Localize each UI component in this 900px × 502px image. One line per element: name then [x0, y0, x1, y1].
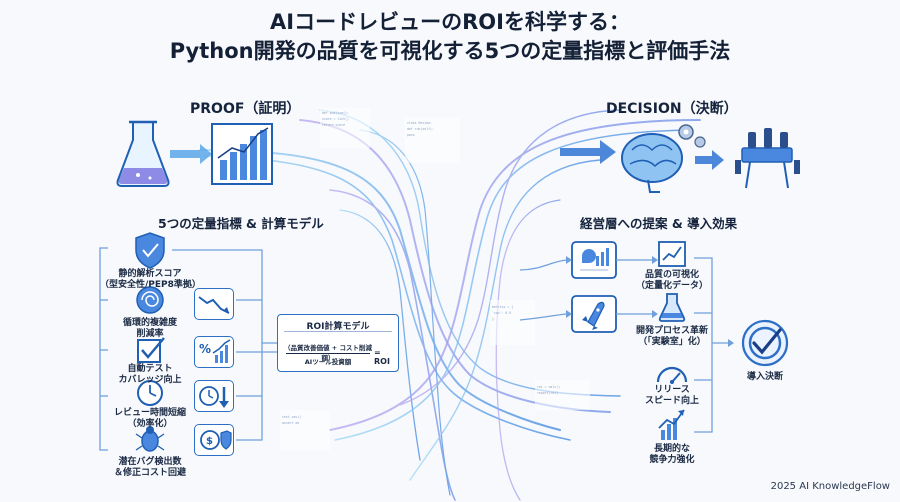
svg-text:score = lint(): score = lint() — [322, 117, 349, 121]
percent-chart-box: % — [194, 336, 234, 368]
money-shield-box: $ — [194, 424, 234, 456]
dashboard-icon — [571, 241, 617, 279]
shield-check-icon — [135, 232, 165, 269]
time-down-box — [194, 380, 234, 412]
title-line-1: AIコードレビューのROIを科学する： — [270, 10, 630, 34]
svg-text:pass: pass — [407, 133, 415, 137]
proof-arrow — [170, 144, 212, 164]
decision-heading: DECISION（決断） — [606, 101, 738, 117]
check-circle-icon — [741, 319, 789, 367]
rocket-icon — [571, 295, 617, 333]
bug-icon — [135, 426, 165, 452]
code-snippets: def analyze(): score = lint() return sco… — [280, 108, 590, 450]
metrics-heading: 5つの定量指標 & 計算モデル — [158, 216, 324, 231]
meeting-table-icon — [735, 128, 800, 189]
effect-label-4: 長期的な 競争力強化 — [649, 444, 695, 465]
roi-model-title: ROI計算モデル — [306, 322, 370, 332]
svg-text:}: } — [492, 317, 494, 321]
svg-text:return score: return score — [322, 123, 345, 127]
trend-down-box — [194, 288, 234, 320]
svg-text:%: % — [199, 342, 211, 356]
svg-text:assert ok: assert ok — [282, 421, 299, 425]
arrow-proof-1 — [170, 144, 212, 164]
money-shield-icon: $ — [200, 430, 232, 450]
effect-label-2: 開発プロセス革新 （「実験室」化） — [635, 326, 708, 347]
metrics-connectors — [99, 247, 277, 451]
svg-text:test_cov(): test_cov() — [282, 415, 301, 419]
metric-label-1: 静的解析スコア （型安全性/PEP8準拠） — [100, 269, 201, 290]
decision-result-label: 導入決断 — [746, 372, 783, 382]
svg-text:metrics = {: metrics = { — [492, 305, 513, 309]
down-arrow-clock-icon — [199, 386, 229, 408]
decision-arrow — [560, 140, 724, 170]
proof-heading: PROOF（証明） — [190, 101, 301, 117]
metric-label-2: 循環的複雑度 削減率 — [122, 318, 177, 339]
roi-numerator: （品質改善価値 + コスト削減額） — [284, 344, 372, 362]
effect-label-3: リリース スピード向上 — [644, 385, 699, 406]
roi-model-box: ROI計算モデル （品質改善価値 + コスト削減額） AIツール投資額 = RO… — [277, 314, 399, 372]
gauge-icon — [656, 366, 688, 384]
clock-icon — [137, 380, 163, 406]
arrow-decision-1 — [560, 140, 616, 164]
checkbox-icon — [137, 337, 165, 363]
effects-arrowheads — [566, 256, 734, 347]
svg-text:def run(self):: def run(self): — [407, 127, 434, 131]
svg-text:roi = calc(): roi = calc() — [537, 385, 560, 389]
metric-label-4: レビュー時間短縮 （効率化） — [113, 408, 186, 429]
spiral-icon — [136, 286, 164, 314]
page-title: AIコードレビューのROIを科学する： Python開発の品質を可視化する5つの… — [0, 8, 900, 66]
percent-chart-icon: % — [199, 339, 231, 363]
svg-text:class Review:: class Review: — [407, 121, 432, 125]
metric-label-5: 潜在バグ検出数 ＆修正コスト回避 — [113, 457, 186, 478]
svg-text:report(roi): report(roi) — [537, 391, 558, 395]
beaker-icon — [116, 120, 170, 187]
trend-down-icon — [198, 296, 230, 314]
effects-connectors — [519, 257, 730, 433]
flask-icon — [658, 293, 686, 322]
roi-denominator: AIツール投資額 — [304, 358, 352, 366]
roi-result: = ROI — [374, 348, 390, 366]
gear-icon — [678, 124, 706, 148]
metric-label-3: 自動テスト カバレッジ向上 — [118, 364, 182, 385]
line-chart-icon — [658, 241, 686, 267]
roi-fraction-line — [286, 353, 370, 354]
growth-chart-icon — [658, 409, 685, 440]
arrow-decision-2 — [695, 150, 724, 170]
svg-text:def analyze():: def analyze(): — [322, 111, 349, 115]
bar-chart-icon — [211, 123, 273, 185]
effect-label-1: 品質の可視化 （定量化データ） — [635, 270, 708, 291]
effects-heading: 経営層への提案 & 導入効果 — [580, 216, 738, 231]
roi-divider — [284, 331, 392, 332]
svg-text:'cov': 0.9: 'cov': 0.9 — [492, 311, 511, 315]
title-line-2: Python開発の品質を可視化する5つの定量指標と評価手法 — [169, 39, 731, 63]
footer-credit: 2025 AI KnowledgeFlow — [770, 481, 890, 492]
brain-icon — [621, 133, 683, 193]
svg-text:$: $ — [206, 436, 213, 447]
